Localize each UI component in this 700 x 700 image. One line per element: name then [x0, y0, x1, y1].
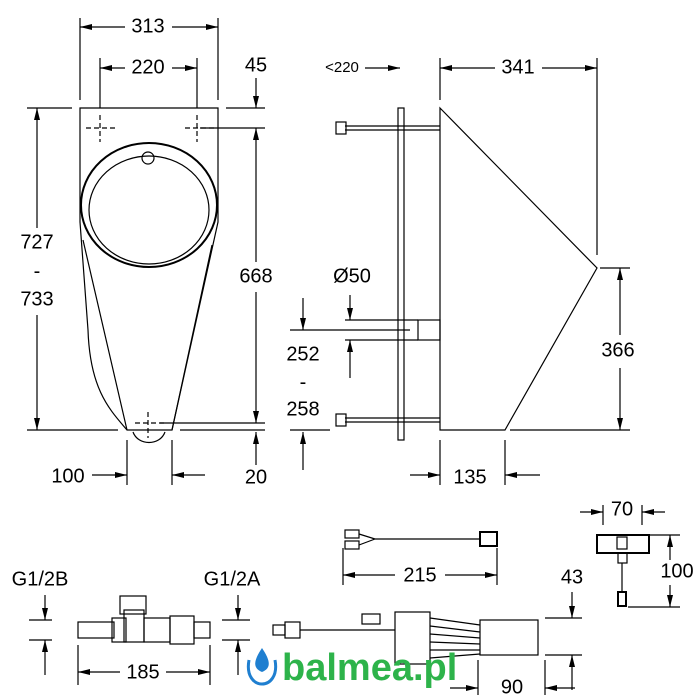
rod-nut-top [335, 121, 347, 135]
cable-adapter: 215 [342, 529, 498, 586]
dim-135: 135 [453, 466, 486, 488]
dim-215: 215 [403, 564, 436, 586]
dim-wall-depth: <220 [325, 59, 359, 76]
dim-dash-side: - [300, 371, 307, 393]
dim-727: 727 [20, 231, 53, 253]
dim-dash: - [34, 260, 41, 282]
urinal-side-outline [439, 106, 598, 431]
rod-nut-bottom [335, 413, 347, 427]
dim-diameter-50: Ø50 [333, 265, 371, 287]
body-taper [82, 239, 213, 431]
control-unit: 43 90 [272, 566, 583, 698]
dim-252: 252 [286, 343, 319, 365]
dim-313: 313 [131, 15, 164, 37]
spray-hole [141, 151, 155, 165]
dim-20: 20 [245, 466, 267, 488]
dim-258: 258 [286, 398, 319, 420]
dim-100-sensor: 100 [660, 560, 693, 582]
logo-suffix: .pl [413, 647, 457, 689]
bowl-rim [80, 142, 218, 268]
dim-g12b: G1/2B [12, 568, 69, 590]
fixing-crosses [86, 115, 214, 438]
dim-341: 341 [501, 56, 534, 78]
dim-100: 100 [51, 465, 84, 487]
dim-70: 70 [611, 498, 633, 520]
dim-185: 185 [126, 661, 159, 683]
dim-43: 43 [561, 566, 583, 588]
bowl-inner [88, 155, 210, 265]
outlet-cup [132, 431, 166, 444]
svg-text:balmea.pl: balmea.pl [282, 647, 457, 689]
dim-220: 220 [131, 56, 164, 78]
dim-733: 733 [20, 288, 53, 310]
sensor-unit: 70 100 [580, 498, 694, 608]
front-view: 313 220 45 668 727 - 733 100 20 [20, 15, 272, 488]
water-drop-icon [255, 648, 269, 672]
fixing-rods [345, 125, 440, 423]
balmea-watermark: balmea.pl [246, 647, 457, 689]
side-view: <220 341 366 Ø50 252 - 258 135 [286, 56, 634, 488]
dim-g12a: G1/2A [204, 568, 261, 590]
dim-45: 45 [245, 54, 267, 76]
dim-90: 90 [501, 676, 523, 698]
wall-panel [397, 107, 405, 441]
dim-668: 668 [239, 265, 272, 287]
hands-icon [246, 659, 278, 686]
solenoid-valve: G1/2B G1/2A 185 [12, 568, 261, 685]
dim-366: 366 [601, 339, 634, 361]
inlet-connector [417, 319, 441, 341]
logo-brand: balmea [282, 647, 414, 689]
urinal-front-outline [79, 107, 219, 431]
